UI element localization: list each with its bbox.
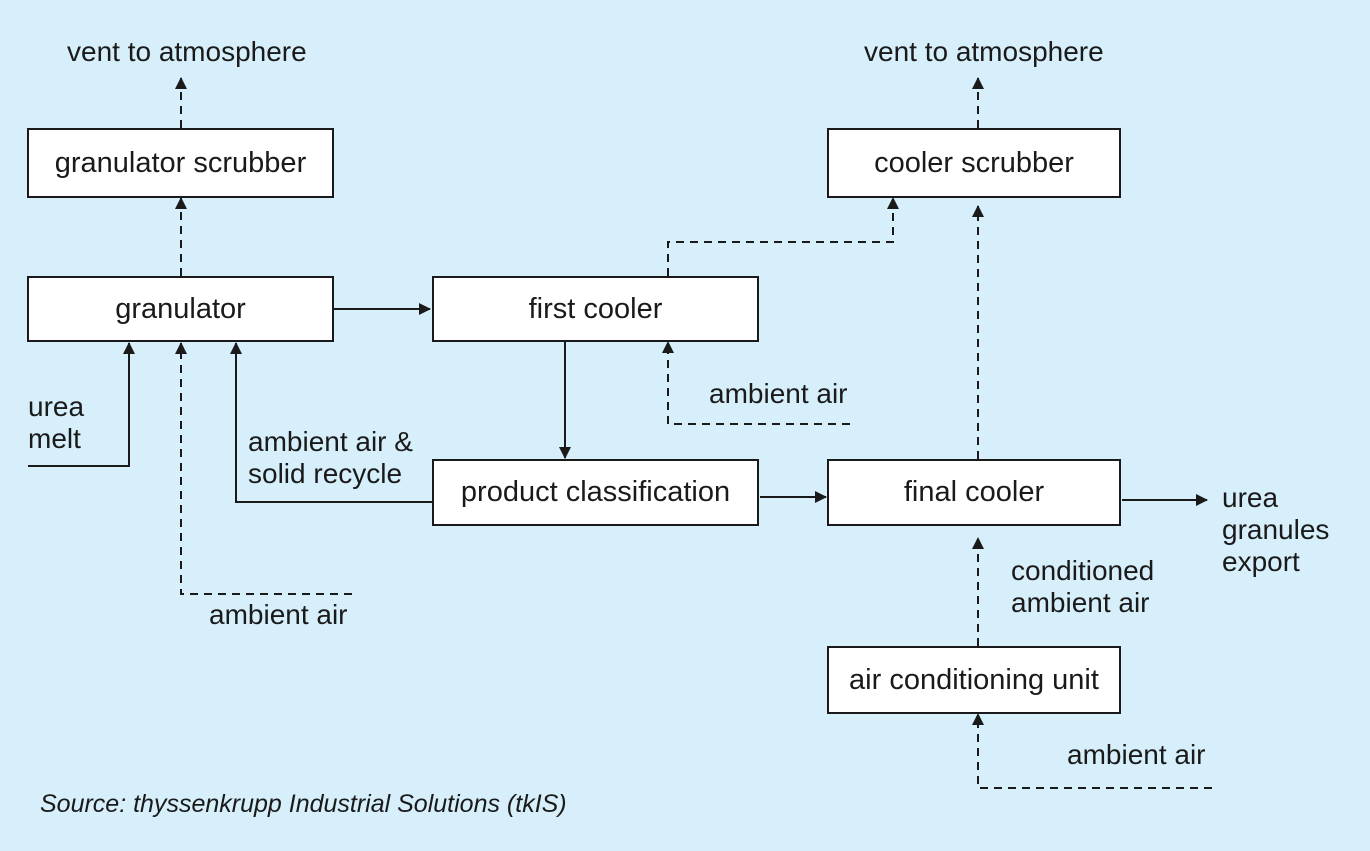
conditioned-ambient-air-label: conditioned ambient air <box>1011 555 1154 619</box>
conditioned-ambient-air-line-2: ambient air <box>1011 587 1150 618</box>
urea-melt-line-1: urea <box>28 391 85 422</box>
ambient-air-to-conditioning-line <box>972 713 1212 789</box>
ambient-air-to-first-cooler-line <box>662 341 850 425</box>
granulator-scrubber-box: granulator scrubber <box>27 128 334 198</box>
ambient-air-first-cooler-label: ambient air <box>709 378 848 409</box>
air-conditioning-unit-box: air conditioning unit <box>827 646 1121 714</box>
granulator-box: granulator <box>27 276 334 342</box>
urea-melt-line <box>28 342 135 467</box>
urea-granules-export-line-3: export <box>1222 546 1300 577</box>
urea-granules-export-line-1: urea <box>1222 482 1279 513</box>
product-classification-box: product classification <box>432 459 759 526</box>
ambient-air-conditioning-label: ambient air <box>1067 739 1206 770</box>
urea-melt-line-2: melt <box>28 423 81 454</box>
cooler-scrubber-box: cooler scrubber <box>827 128 1121 198</box>
urea-granules-export-line-2: granules <box>1222 514 1330 545</box>
ambient-air-solid-recycle-line-1: ambient air & <box>248 426 413 457</box>
ambient-air-to-granulator-line <box>175 342 352 595</box>
urea-melt-label: urea melt <box>28 391 84 455</box>
final-cooler-box: final cooler <box>827 459 1121 526</box>
urea-granules-export-label: urea granules export <box>1222 482 1329 578</box>
source-caption: Source: thyssenkrupp Industrial Solution… <box>40 790 567 818</box>
vent-to-atmosphere-left-label: vent to atmosphere <box>67 36 307 67</box>
ambient-air-solid-recycle-label: ambient air & solid recycle <box>248 426 413 490</box>
vent-to-atmosphere-right-label: vent to atmosphere <box>864 36 1104 67</box>
first-cooler-box: first cooler <box>432 276 759 342</box>
recycle-to-granulator-line <box>230 342 432 503</box>
ambient-air-solid-recycle-line-2: solid recycle <box>248 458 403 489</box>
first-cooler-to-cooler-scrubber-line <box>667 197 899 276</box>
ambient-air-granulator-label: ambient air <box>209 599 348 630</box>
conditioned-ambient-air-line-1: conditioned <box>1011 555 1155 586</box>
